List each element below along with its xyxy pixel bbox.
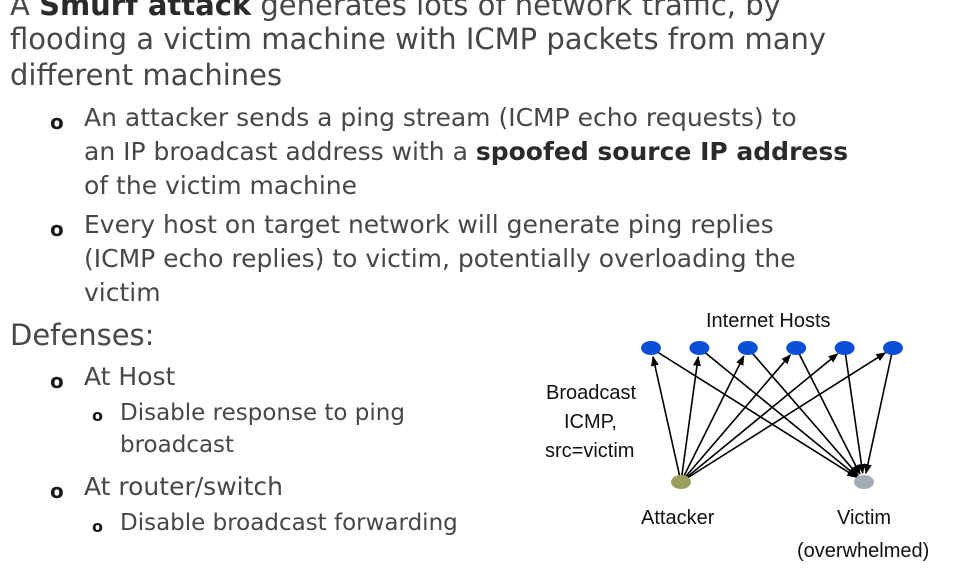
reply-arrow-from-host-3 xyxy=(747,347,859,476)
spoofed-ip-term: spoofed source IP address xyxy=(475,137,849,166)
intro-text: generates lots of network traffic, by xyxy=(251,0,781,22)
intro-text: A xyxy=(10,0,40,22)
victim-node xyxy=(854,475,874,489)
defense-router-sub-1: Disable broadcast forwarding xyxy=(120,510,458,536)
victim-overwhelmed-label: (overwhelmed) xyxy=(797,540,929,562)
point-1-line-3: of the victim machine xyxy=(84,171,357,200)
attacker-node xyxy=(671,475,691,489)
broadcast-arrow-to-host-1 xyxy=(651,355,682,483)
intro-line-3: different machines xyxy=(10,58,283,92)
broadcast-label-2: ICMP, xyxy=(564,411,617,433)
bullet-icon: o xyxy=(50,217,64,241)
internet-host-node-4 xyxy=(786,341,807,355)
broadcast-label-3: src=victim xyxy=(545,440,634,462)
point-2-line-1: Every host on target network will genera… xyxy=(84,210,774,239)
defense-router: At router/switch xyxy=(84,472,283,501)
bullet-icon: o xyxy=(92,517,103,536)
broadcast-arrow-to-host-3 xyxy=(680,355,745,483)
bullet-icon: o xyxy=(50,110,64,134)
point-text: an IP broadcast address with a xyxy=(84,137,476,166)
internet-host-node-1 xyxy=(641,341,661,355)
smurf-attack-term: Smurf attack xyxy=(39,0,252,22)
broadcast-arrow-to-host-2 xyxy=(680,355,701,483)
internet-host-node-3 xyxy=(737,341,758,355)
bullet-icon: o xyxy=(92,406,103,425)
reply-arrow-from-host-6 xyxy=(863,347,894,475)
internet-host-node-5 xyxy=(834,341,855,355)
intro-line-2: flooding a victim machine with ICMP pack… xyxy=(10,22,827,56)
point-2-line-3: victim xyxy=(84,278,161,307)
reply-arrow-from-host-4 xyxy=(795,347,861,475)
reply-arrow-from-host-5 xyxy=(843,347,866,475)
defense-host: At Host xyxy=(84,362,176,391)
bullet-icon: o xyxy=(50,479,64,503)
point-2-line-2: (ICMP echo replies) to victim, potential… xyxy=(84,244,796,273)
internet-hosts-label: Internet Hosts xyxy=(706,310,831,332)
intro-line-1: A Smurf attack generates lots of network… xyxy=(10,0,781,22)
node-group xyxy=(641,341,903,489)
reply-arrow-from-host-1 xyxy=(650,347,858,478)
reply-arrow-from-host-2 xyxy=(698,347,858,477)
bullet-icon: o xyxy=(50,369,64,393)
defense-host-sub-2: broadcast xyxy=(120,432,235,458)
defense-host-sub-1: Disable response to ping xyxy=(120,400,405,426)
broadcast-arrow-to-host-6 xyxy=(680,352,887,483)
broadcast-arrow-to-host-4 xyxy=(680,354,791,483)
broadcast-arrow-to-host-5 xyxy=(680,353,839,483)
defenses-heading: Defenses: xyxy=(10,318,155,352)
arrow-group xyxy=(650,347,894,483)
attacker-label: Attacker xyxy=(641,507,715,529)
point-1-line-1: An attacker sends a ping stream (ICMP ec… xyxy=(84,103,797,132)
internet-host-node-6 xyxy=(883,341,903,355)
broadcast-label-1: Broadcast xyxy=(546,382,636,404)
victim-label: Victim xyxy=(837,507,891,529)
point-1-line-2: an IP broadcast address with a spoofed s… xyxy=(84,137,848,166)
internet-host-node-2 xyxy=(689,341,710,355)
